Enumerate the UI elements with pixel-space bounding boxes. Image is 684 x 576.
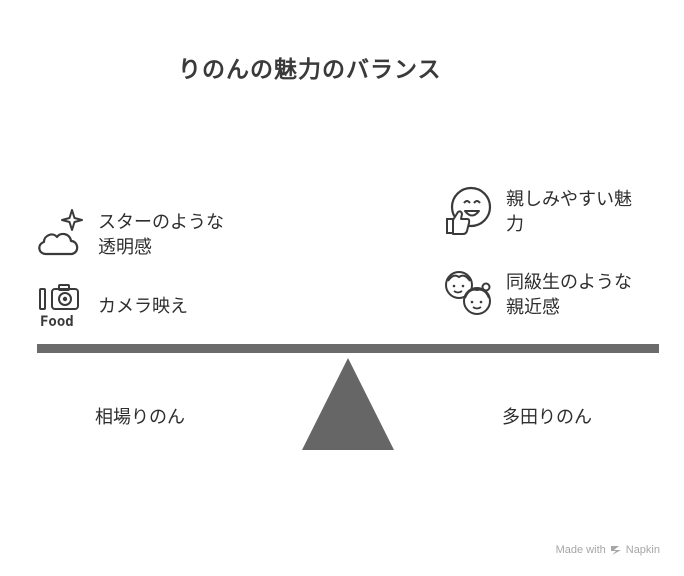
napkin-logo-icon [610,546,621,555]
right-item-approachable-line2: 力 [506,214,524,235]
footer-brand: Napkin [625,544,660,556]
food-camera-icon [39,284,79,310]
right-side-label: 多田りのん [502,407,592,428]
food-icon-label: Food [40,314,74,330]
right-item-classmate: 同級生のような 親近感 [506,270,632,320]
left-item-transparency-line2: 透明感 [98,237,152,258]
left-side-label: 相場りのん [95,407,185,428]
seesaw-fulcrum [302,358,394,450]
diagram-title: りのんの魅力のバランス [178,57,442,83]
left-item-photogenic-line1: カメラ映え [98,296,188,317]
footer-watermark: Made with Napkin [556,544,660,556]
friends-faces-icon [445,271,491,315]
right-item-classmate-line2: 親近感 [506,297,560,318]
right-item-approachable: 親しみやすい魅 力 [506,187,632,237]
right-item-classmate-line1: 同級生のような [506,272,632,293]
right-item-approachable-line1: 親しみやすい魅 [506,189,632,210]
left-item-photogenic: カメラ映え [98,294,188,319]
sparkle-cloud-icon [38,209,83,256]
left-item-transparency-line1: スターのような [98,212,224,233]
smiley-thumbs-up-icon [446,186,492,235]
left-item-transparency: スターのような 透明感 [98,210,224,260]
footer-made-with: Made with [555,544,606,556]
seesaw-beam [37,344,659,353]
